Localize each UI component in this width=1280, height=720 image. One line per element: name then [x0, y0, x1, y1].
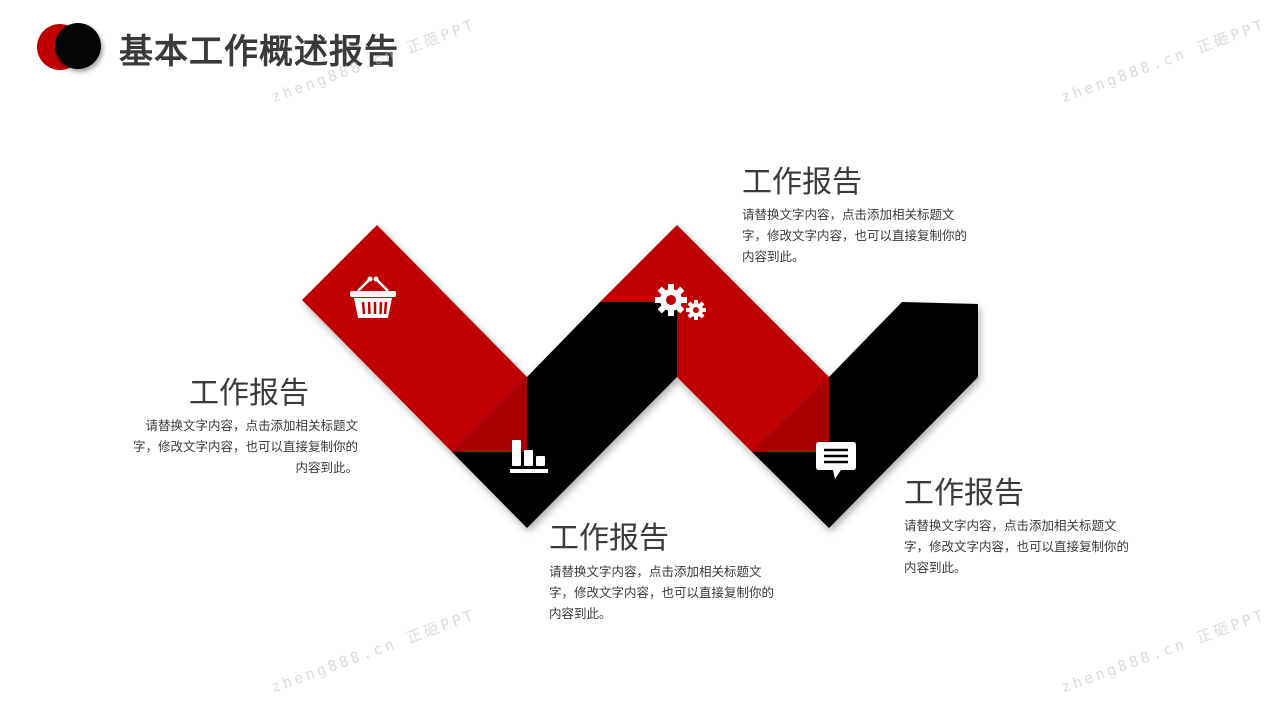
bar-chart-icon — [510, 440, 548, 473]
page-title: 基本工作概述报告 — [119, 32, 399, 72]
basket-icon — [350, 276, 396, 318]
fold-shade-2 — [752, 377, 829, 452]
zigzag-segment-red-2 — [600, 225, 829, 452]
zigzag-segment-red-1 — [302, 225, 527, 452]
gears-icon — [655, 284, 706, 320]
zigzag-segment-black-2 — [752, 302, 978, 528]
report-body-4: 请替换文字内容，点击添加相关标题文字，修改文字内容，也可以直接复制你的内容到此。 — [904, 518, 1130, 575]
report-title-4: 工作报告 — [904, 476, 1024, 511]
report-body-2: 请替换文字内容，点击添加相关标题文字，修改文字内容，也可以直接复制你的内容到此。 — [549, 564, 775, 621]
logo-circle-black — [55, 23, 101, 69]
report-body-1: 请替换文字内容，点击添加相关标题文字，修改文字内容，也可以直接复制你的内容到此。 — [132, 418, 358, 475]
report-title-3: 工作报告 — [742, 165, 862, 200]
zigzag-segment-black-1 — [452, 302, 677, 528]
fold-shade-1 — [452, 377, 527, 452]
chat-bubble-icon — [816, 442, 856, 479]
report-title-1: 工作报告 — [189, 376, 309, 411]
report-title-2: 工作报告 — [549, 521, 669, 556]
report-body-3: 请替换文字内容，点击添加相关标题文字，修改文字内容，也可以直接复制你的内容到此。 — [742, 207, 968, 264]
